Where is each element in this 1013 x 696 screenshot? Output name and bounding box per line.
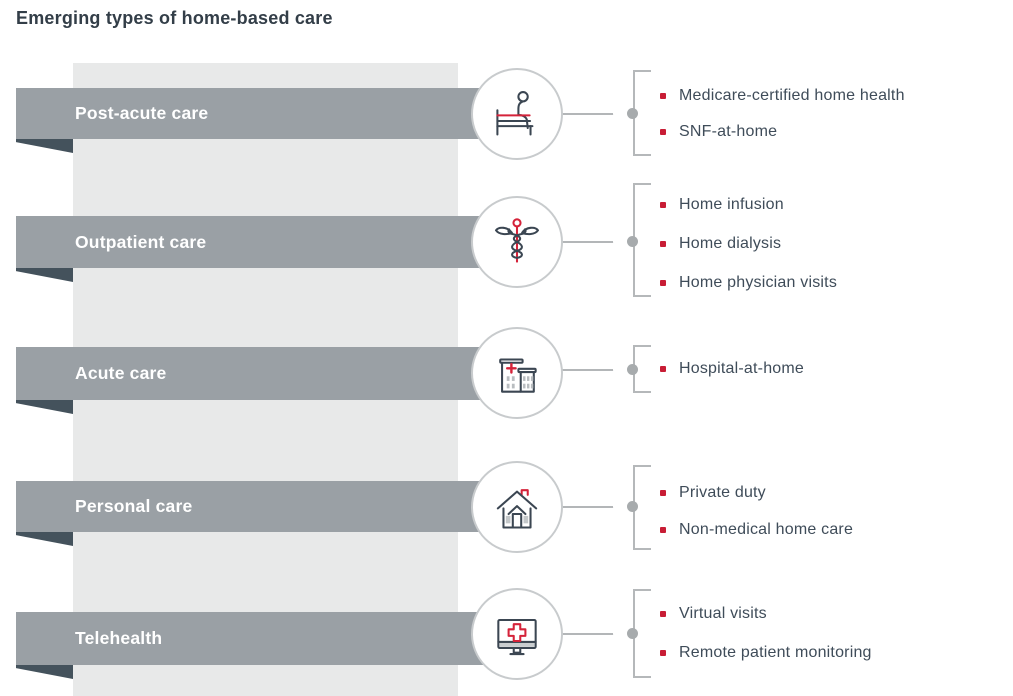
list-item: Medicare-certified home health (660, 78, 905, 114)
connector-dot (627, 628, 638, 639)
list-item-label: Medicare-certified home health (679, 87, 905, 104)
category-label: Personal care (75, 496, 193, 516)
bullet-icon (660, 279, 666, 286)
bullet-icon (660, 649, 666, 656)
list-item: Hospital-at-home (660, 356, 804, 381)
banner-fold (16, 139, 73, 153)
icon-circle (471, 196, 563, 288)
bullet-icon (660, 610, 666, 617)
bullet-icon (660, 489, 666, 496)
connector-dot (627, 501, 638, 512)
icon-circle (471, 327, 563, 419)
list-item: Home infusion (660, 185, 837, 224)
banner-fold (16, 532, 73, 546)
list-item-label: SNF-at-home (679, 123, 778, 140)
bed-icon (489, 86, 545, 142)
bullet-icon (660, 526, 666, 533)
hospital-icon (489, 345, 545, 401)
category-banner: Personal care (16, 481, 488, 532)
list-item-label: Private duty (679, 483, 766, 501)
service-list: Private duty Non-medical home care (660, 474, 853, 548)
icon-circle (471, 461, 563, 553)
category-banner: Acute care (16, 347, 488, 400)
connector-dot (627, 236, 638, 247)
list-item-label: Home infusion (679, 195, 784, 213)
connector-line (560, 241, 634, 243)
house-icon (489, 479, 545, 535)
bullet-icon (660, 240, 666, 247)
list-item-label: Non-medical home care (679, 520, 854, 538)
category-banner: Telehealth (16, 612, 488, 665)
service-list: Home infusion Home dialysis Home physici… (660, 185, 837, 302)
list-item: Private duty (660, 474, 853, 511)
category-banner: Post-acute care (16, 88, 488, 139)
bullet-icon (660, 93, 666, 99)
connector-line (560, 633, 634, 635)
list-item-label: Hospital-at-home (679, 359, 805, 377)
list-item-label: Home physician visits (679, 273, 838, 291)
service-list: Virtual visits Remote patient monitoring (660, 594, 872, 672)
list-item: Home dialysis (660, 224, 837, 263)
bullet-icon (660, 201, 666, 208)
connector-line (560, 369, 634, 371)
connector-line (560, 506, 634, 508)
bullet-icon (660, 129, 666, 135)
list-item-label: Home dialysis (679, 234, 782, 252)
banner-fold (16, 665, 73, 679)
page-title: Emerging types of home-based care (16, 8, 333, 28)
icon-circle (471, 68, 563, 160)
category-label: Outpatient care (75, 231, 207, 252)
list-item-label: Virtual visits (679, 604, 767, 622)
service-list: Medicare-certified home health SNF-at-ho… (660, 78, 905, 150)
category-banner: Outpatient care (16, 216, 488, 268)
category-label: Acute care (75, 363, 167, 383)
connector-line (560, 113, 634, 115)
list-item: Non-medical home care (660, 511, 853, 548)
banner-fold (16, 400, 73, 414)
list-item: Virtual visits (660, 594, 872, 633)
list-item-label: Remote patient monitoring (679, 643, 872, 661)
monitor-icon (489, 606, 545, 662)
icon-circle (471, 588, 563, 680)
list-item: SNF-at-home (660, 114, 905, 150)
service-list: Hospital-at-home (660, 356, 804, 381)
list-item: Home physician visits (660, 263, 837, 302)
category-label: Post-acute care (75, 103, 209, 123)
list-item: Remote patient monitoring (660, 633, 872, 672)
banner-fold (16, 268, 73, 282)
connector-dot (627, 364, 638, 375)
category-label: Telehealth (75, 628, 163, 648)
bullet-icon (660, 365, 666, 372)
caduceus-icon (489, 214, 545, 270)
connector-dot (627, 108, 638, 119)
